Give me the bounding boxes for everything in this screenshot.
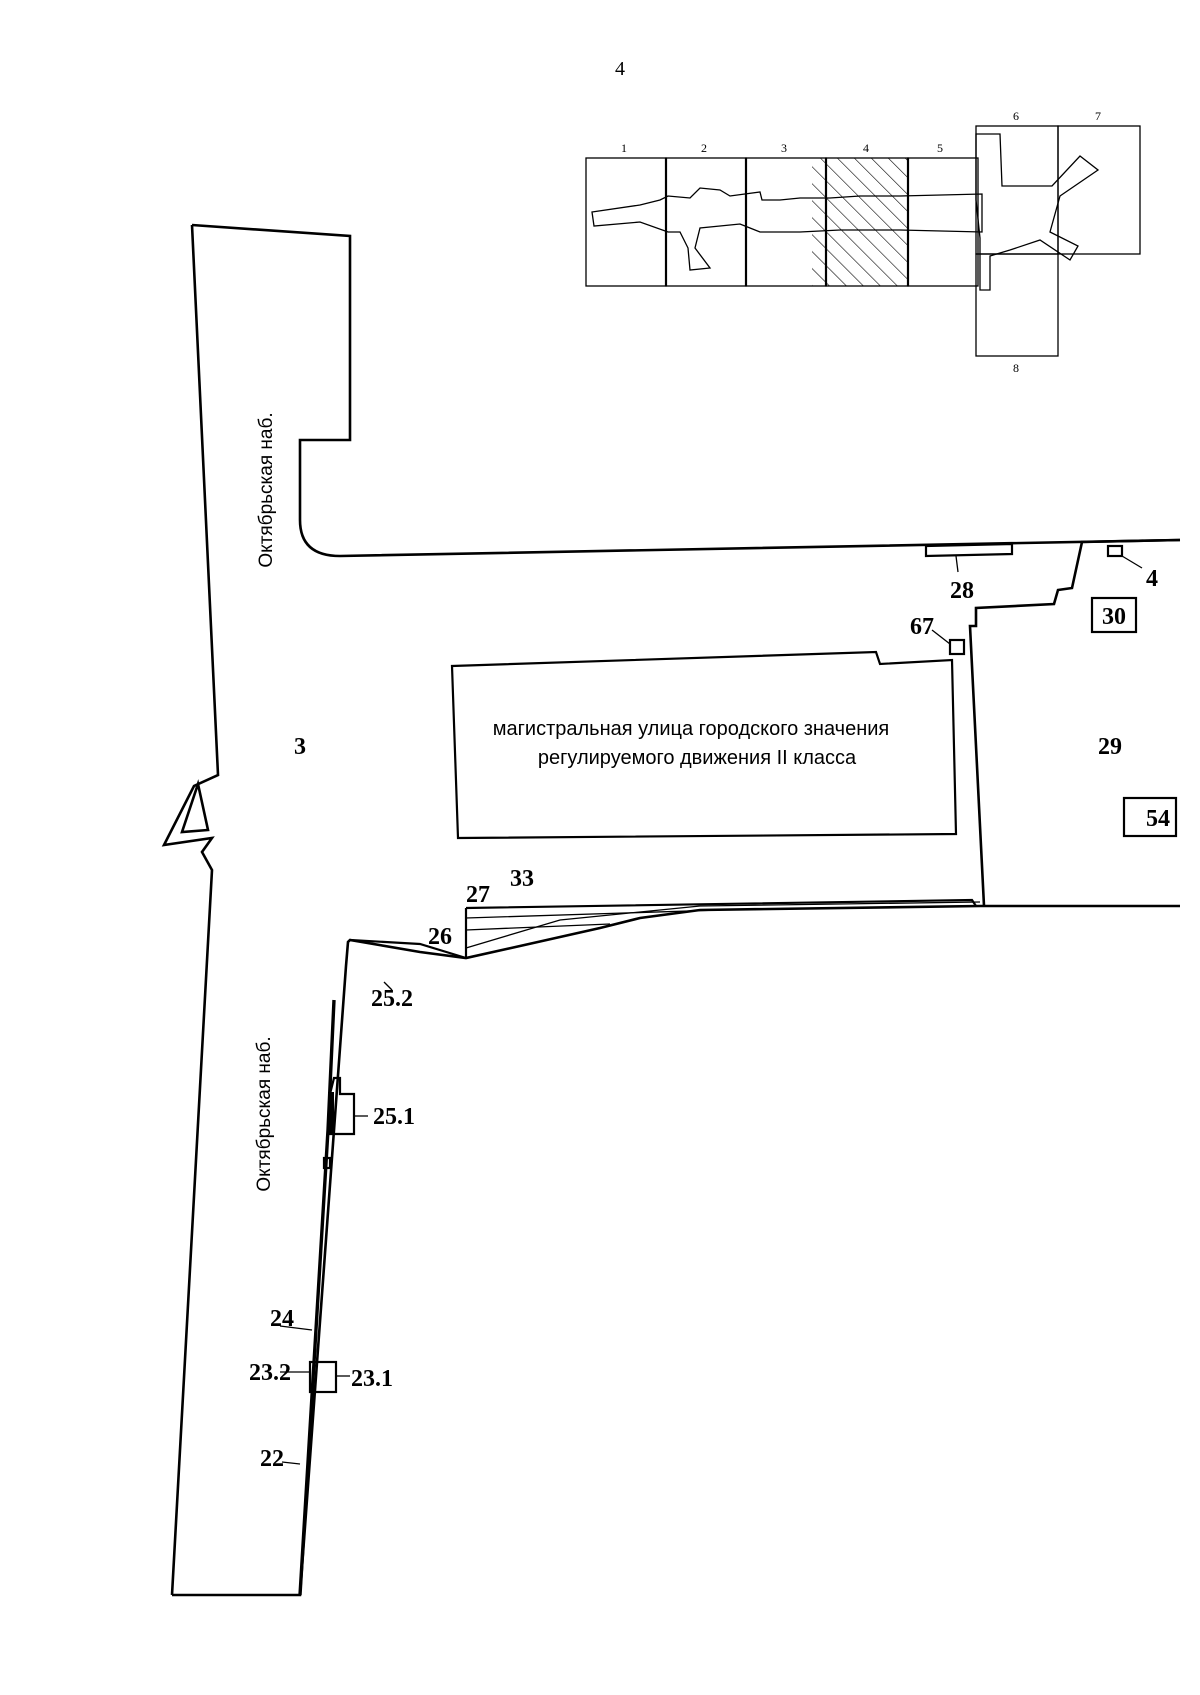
index-sheet-4-hatch [820,158,908,286]
index-label-4: 4 [863,141,869,155]
object-28 [924,542,1014,558]
callout-4: 4 [1146,566,1158,592]
main-road-block [450,650,958,840]
index-label-3: 3 [781,141,787,155]
index-sheet-5 [907,157,979,287]
zone-3: 3 [294,734,306,760]
street-label-lower: Октябрьская наб. [254,1036,275,1191]
zone-29: 29 [1098,734,1122,760]
callout-25-1: 25.1 [373,1104,415,1130]
object-23 [308,1360,338,1394]
callout-28: 28 [950,578,974,604]
main-road-label-line1: магистральная улица городского значения [493,718,890,740]
index-sheet-8 [975,253,1059,357]
callout-33: 33 [510,866,534,892]
callout-23-2: 23.2 [249,1360,291,1386]
embankment-right-edge [172,904,1180,1597]
index-label-5: 5 [937,141,943,155]
index-label-1: 1 [621,141,627,155]
boxed-label-54: 54 [1146,806,1170,832]
object-4 [1106,544,1124,558]
index-sheet-4-hatch-left [812,158,820,286]
sheet-number: 4 [615,58,625,80]
boxed-label-30: 30 [1102,604,1126,630]
callout-25-2: 25.2 [371,986,413,1012]
index-sheet-1 [585,157,667,287]
callout-24: 24 [270,1306,294,1332]
parcel-26 [349,938,467,960]
parcel-27-33-strip [464,898,977,958]
index-sheet-7 [1057,125,1141,255]
embankment-left-edge [161,224,220,1596]
index-map [585,125,1141,357]
index-label-8: 8 [1013,361,1019,375]
main-road-label-line2: регулируемого движения II класса [538,747,857,769]
index-label-6: 6 [1013,109,1019,123]
index-label-2: 2 [701,141,707,155]
callout-22: 22 [260,1446,284,1472]
street-label-upper: Октябрьская наб. [256,412,277,567]
callout-26: 26 [428,924,452,950]
small-notch [180,779,210,834]
callout-23-1: 23.1 [351,1366,393,1392]
embankment-boundary [191,223,1181,558]
index-label-7: 7 [1095,109,1101,123]
callout-67: 67 [910,614,934,640]
index-sheet-labels: 1 2 3 4 5 6 7 8 [621,109,1101,375]
index-sheet-2 [665,157,747,287]
index-sheet-6 [975,125,1059,255]
callout-27: 27 [466,882,490,908]
parcel-29-boundary [968,538,1181,907]
object-67 [948,638,966,656]
